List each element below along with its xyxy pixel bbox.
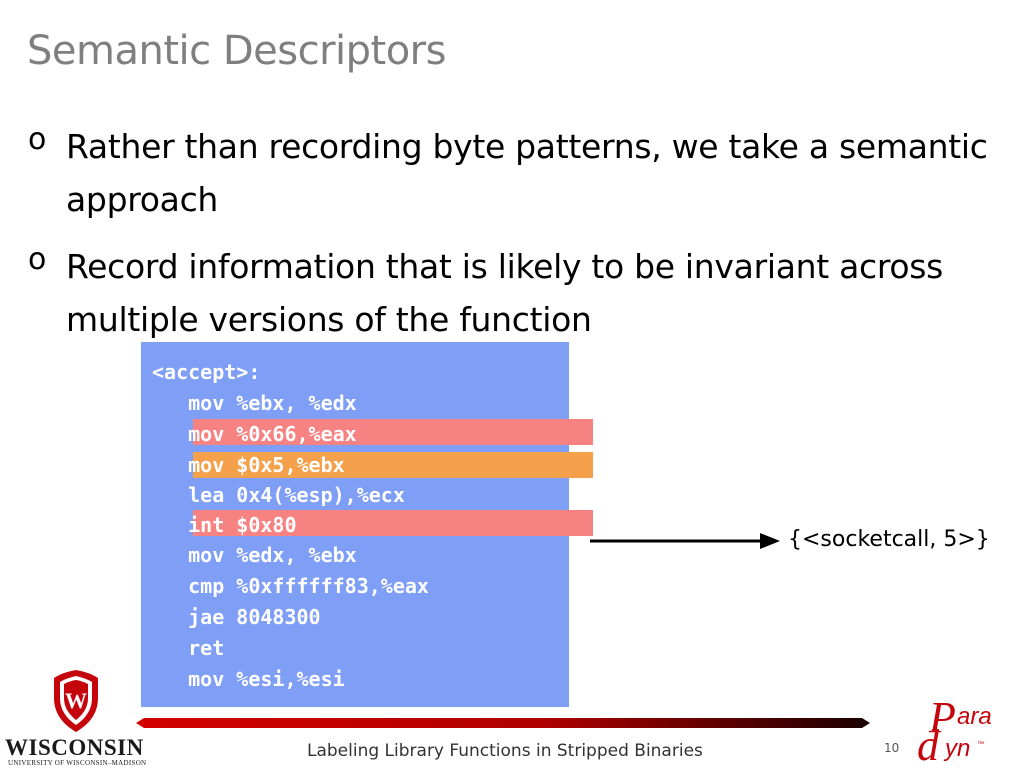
svg-text:ara: ara [957, 703, 992, 730]
uw-wordmark: WISCONSIN [5, 735, 144, 760]
bullet-text: Record information that is likely to be … [66, 247, 944, 339]
code-line: mov %esi,%esi [152, 667, 345, 691]
arrow-right-icon [590, 533, 780, 549]
footer-title: Labeling Library Functions in Stripped B… [307, 741, 703, 761]
code-line: lea 0x4(%esp),%ecx [152, 483, 405, 507]
highlight-socketcall-arg [193, 452, 593, 478]
slide-title: Semantic Descriptors [27, 28, 446, 74]
bullet-2: o Record information that is likely to b… [28, 240, 988, 346]
semantic-descriptor-label: {<socketcall, 5>} [788, 527, 990, 552]
code-line: ret [152, 636, 225, 660]
highlight-interrupt [193, 510, 593, 536]
svg-text:yn: yn [943, 735, 970, 762]
page-number: 10 [884, 741, 900, 755]
code-line: mov %0x66,%eax [152, 422, 357, 446]
footer-divider [136, 718, 870, 728]
code-line: jae 8048300 [152, 605, 321, 629]
svg-text:P: P [928, 693, 956, 742]
bullet-text: Rather than recording byte patterns, we … [66, 127, 988, 219]
uw-crest-letter: W [65, 688, 87, 713]
code-line: mov %ebx, %edx [152, 391, 357, 415]
uw-crest-logo: W [54, 670, 98, 732]
trademark-mark: ™ [977, 741, 984, 748]
paradyn-logo: P ara d yn ™ [917, 693, 992, 764]
code-line: <accept>: [152, 360, 261, 384]
bullet-marker: o [28, 242, 47, 277]
bullet-marker: o [28, 122, 47, 157]
bullet-1: o Rather than recording byte patterns, w… [28, 120, 988, 226]
uw-subtitle: UNIVERSITY OF WISCONSIN–MADISON [8, 759, 147, 767]
code-line: int $0x80 [152, 513, 297, 537]
code-line: mov %edx, %ebx [152, 543, 357, 567]
highlight-syscall-number [193, 419, 593, 445]
svg-text:d: d [917, 721, 940, 764]
assembly-code-box: <accept>: mov %ebx, %edx mov %0x66,%eax … [141, 342, 593, 707]
code-line: cmp %0xffffff83,%eax [152, 574, 429, 598]
code-line: mov $0x5,%ebx [152, 453, 345, 477]
